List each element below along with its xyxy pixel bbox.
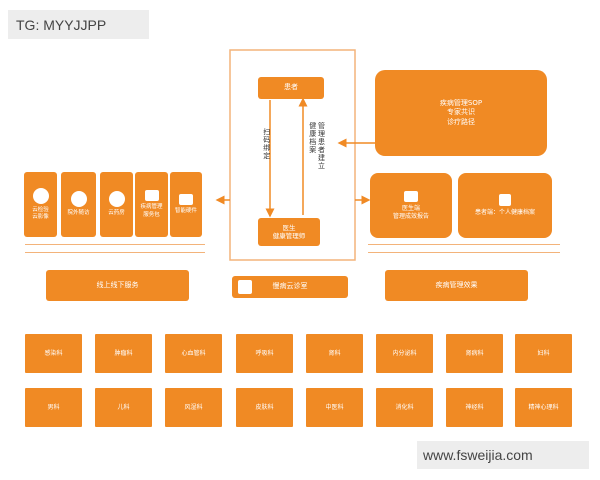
divider-right-1 [368, 244, 560, 245]
doctor-report-line2: 管理成效报告 [392, 212, 429, 220]
sop-line3: 诊疗路径 [447, 117, 475, 126]
pill-icon [108, 191, 125, 208]
department-box: 男科 [25, 388, 82, 427]
monitor-icon [404, 190, 418, 202]
department-box: 肾病科 [446, 334, 503, 373]
service-label-line1: 院外随访 [67, 210, 90, 217]
doctor-label-line2: 健康管理师 [272, 232, 306, 240]
manage-record-label: 管理患者建立健康档案 [308, 122, 326, 170]
department-box: 心血管科 [165, 334, 222, 373]
divider-left-2 [25, 252, 205, 253]
department-box: 消化科 [376, 388, 433, 427]
doctor-icon [70, 191, 87, 208]
divider-left-1 [25, 244, 205, 245]
patient-box: 患者 [258, 77, 324, 99]
bag-icon [144, 190, 159, 202]
watermark-top: TG: MYYJJPP [8, 10, 149, 39]
doctor-box: 医生 健康管理师 [258, 218, 320, 246]
department-box: 精神心理科 [515, 388, 572, 427]
divider-right-2 [368, 252, 560, 253]
sop-box: 疾病管理SOP 专家共识 诊疗路径 [375, 70, 547, 156]
service-smart-device: 智能硬件 [170, 172, 202, 237]
scan-bind-label: 扫码绑定 [262, 128, 271, 160]
department-box: 皮肤科 [236, 388, 293, 427]
device-icon [179, 193, 193, 205]
doctor-label-line1: 医生 [282, 223, 296, 232]
online-offline-service-box: 线上线下服务 [46, 270, 189, 301]
watermark-bottom: www.fsweijia.com [417, 441, 589, 469]
service-label-line1: 云检验 [32, 206, 49, 213]
service-label-line2: 服务包 [143, 211, 160, 218]
doctor-report-line1: 医生端 [401, 204, 420, 212]
cloud-clinic-label: 慢病云诊室 [272, 282, 308, 291]
disease-management-effect-box: 疾病管理效果 [385, 270, 528, 301]
service-label-line1: 疾病管理 [140, 204, 163, 211]
microscope-icon [32, 187, 49, 204]
department-box: 内分泌科 [376, 334, 433, 373]
service-package: 疾病管理 服务包 [135, 172, 168, 237]
patient-record-box: 患者端：个人健康档案 [458, 173, 552, 238]
service-label-line1: 云药房 [108, 210, 125, 217]
department-box: 肿瘤科 [95, 334, 152, 373]
department-box: 感染科 [25, 334, 82, 373]
department-box: 儿科 [95, 388, 152, 427]
sop-line1: 疾病管理SOP [439, 99, 483, 108]
service-followup: 院外随访 [61, 172, 96, 237]
chart-icon [499, 194, 511, 207]
department-box: 呼吸科 [236, 334, 293, 373]
sop-line2: 专家共识 [447, 108, 475, 117]
cloud-clinic-box: 慢病云诊室 [232, 276, 348, 298]
department-box: 妇科 [515, 334, 572, 373]
department-box: 中医科 [306, 388, 363, 427]
service-cloud-lab: 云检验 云影像 [24, 172, 57, 237]
service-label-line1: 智能硬件 [174, 207, 197, 214]
doctor-report-box: 医生端 管理成效报告 [370, 173, 452, 238]
service-cloud-pharmacy: 云药房 [100, 172, 133, 237]
patient-record-line1: 患者端：个人健康档案 [474, 209, 535, 217]
department-box: 肾科 [306, 334, 363, 373]
department-box: 神经科 [446, 388, 503, 427]
department-box: 风湿科 [165, 388, 222, 427]
service-label-line2: 云影像 [32, 214, 49, 220]
cloud-clinic-icon [238, 280, 252, 294]
